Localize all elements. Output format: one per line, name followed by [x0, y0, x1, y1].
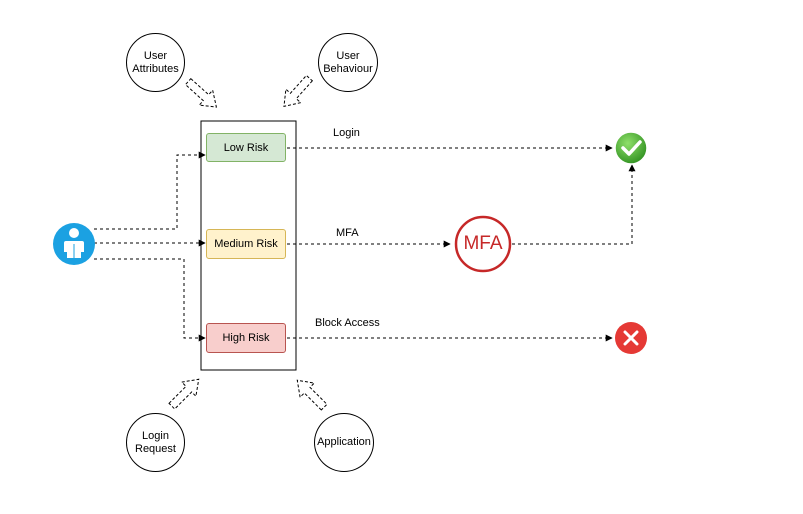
mfa-action-label: MFA	[336, 227, 359, 239]
login-action-label: Login	[333, 127, 360, 139]
user-behaviour-node: User Behaviour	[318, 33, 378, 92]
high-risk-box: High Risk	[206, 323, 286, 353]
user-attributes-arrow	[184, 77, 218, 108]
block-access-action-label: Block Access	[315, 317, 380, 329]
mfa-to-success-connector	[512, 164, 636, 245]
medium-risk-label: Medium Risk	[214, 238, 278, 250]
application-label: Application	[317, 436, 371, 448]
user-behaviour-arrow	[283, 74, 314, 108]
user-icon	[53, 223, 95, 265]
low-risk-label: Low Risk	[223, 141, 269, 154]
user-to-low-risk-connector	[94, 151, 206, 230]
login-request-node: Login Request	[126, 413, 185, 472]
user-behaviour-label: User Behaviour	[323, 49, 373, 75]
mfa-badge-label: MFA	[463, 233, 503, 254]
application-node: Application	[314, 413, 374, 472]
login-request-label: Login Request	[135, 429, 176, 455]
high-risk-label: High Risk	[222, 332, 270, 344]
user-attributes-label: User Attributes	[132, 49, 179, 75]
login-request-arrow	[168, 378, 200, 410]
medium-risk-box: Medium Risk	[206, 229, 286, 259]
mfa-badge-icon	[454, 215, 512, 273]
application-arrow	[296, 379, 328, 411]
user-attributes-node: User Attributes	[126, 33, 185, 92]
user-to-high-risk-connector	[94, 258, 206, 342]
low-risk-box: Low Risk	[206, 133, 286, 162]
success-check-icon	[614, 131, 648, 165]
error-x-icon	[615, 322, 647, 354]
